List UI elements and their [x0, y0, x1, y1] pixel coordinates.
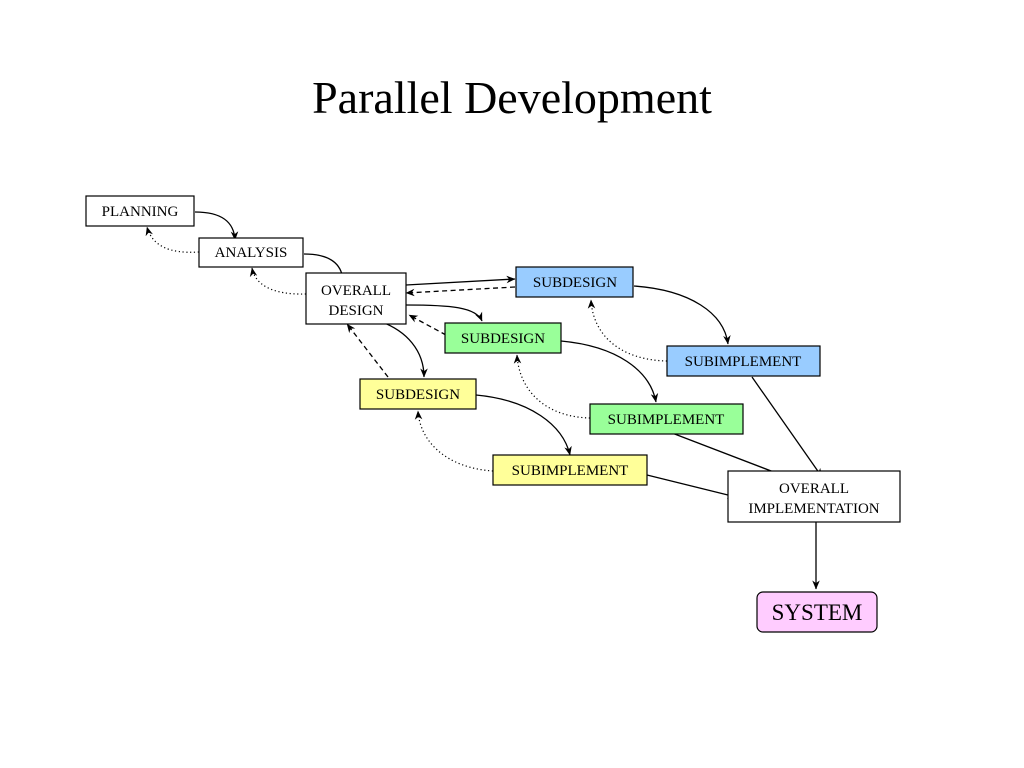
- node-planning: PLANNING: [85, 195, 195, 227]
- node-subdesign-blue: SUBDESIGN: [515, 266, 634, 298]
- node-overall-implementation: OVERALL IMPLEMENTATION: [727, 470, 901, 523]
- edge-subdesign-green-to-overall-design: [408, 314, 447, 336]
- node-subdesign-yellow: SUBDESIGN: [359, 378, 477, 410]
- edge-overall-design-to-subdesign-green: [405, 304, 483, 322]
- node-subdesign-green: SUBDESIGN: [444, 322, 562, 354]
- edge-subimplement-yellow-to-subdesign-yellow: [414, 410, 494, 472]
- node-system-label: SYSTEM: [772, 600, 863, 625]
- node-analysis: ANALYSIS: [198, 237, 304, 268]
- node-subimplement-yellow-label: SUBIMPLEMENT: [512, 463, 629, 479]
- edges: [145, 211, 823, 590]
- nodes: PLANNING ANALYSIS OVERALL DESIGN SUBDESI…: [85, 195, 901, 633]
- node-system: SYSTEM: [756, 591, 878, 633]
- node-planning-label: PLANNING: [102, 204, 179, 220]
- node-overall-design-line-1: OVERALL: [321, 283, 391, 299]
- node-subdesign-green-label: SUBDESIGN: [461, 331, 545, 347]
- edge-planning-to-analysis: [194, 211, 239, 241]
- page-title: Parallel Development: [312, 72, 712, 123]
- node-overall-implementation-line-2: IMPLEMENTATION: [748, 501, 879, 517]
- node-subdesign-blue-label: SUBDESIGN: [533, 275, 617, 291]
- edge-overall-design-to-subdesign-yellow: [375, 319, 428, 378]
- edge-overall-design-to-subdesign-blue: [405, 275, 516, 286]
- node-overall-design: OVERALL DESIGN: [305, 272, 407, 325]
- edge-subdesign-blue-to-subimplement-blue: [633, 285, 731, 345]
- node-subimplement-blue-label: SUBIMPLEMENT: [685, 354, 802, 370]
- node-subimplement-green: SUBIMPLEMENT: [589, 403, 744, 435]
- edge-subdesign-blue-to-overall-design: [405, 286, 516, 297]
- edge-subdesign-green-to-subimplement-green: [560, 340, 659, 403]
- edge-subimplement-blue-to-subdesign-blue: [587, 299, 668, 362]
- node-subimplement-yellow: SUBIMPLEMENT: [492, 454, 648, 486]
- edge-subimplement-blue-to-overall-implementation: [751, 376, 823, 478]
- edge-subimplement-green-to-subdesign-green: [513, 354, 591, 419]
- node-subimplement-green-label: SUBIMPLEMENT: [608, 412, 725, 428]
- node-analysis-label: ANALYSIS: [215, 245, 288, 261]
- node-subimplement-blue: SUBIMPLEMENT: [666, 345, 821, 377]
- edge-overall-design-to-analysis: [249, 267, 307, 295]
- node-subdesign-yellow-label: SUBDESIGN: [376, 387, 460, 403]
- node-overall-implementation-line-1: OVERALL: [779, 481, 849, 497]
- edge-subdesign-yellow-to-subimplement-yellow: [475, 394, 572, 456]
- edge-subimplement-yellow-to-overall-implementation: [646, 474, 737, 499]
- edge-analysis-to-planning: [145, 226, 200, 253]
- node-overall-design-line-2: DESIGN: [329, 303, 384, 319]
- edge-subdesign-yellow-to-overall-design: [346, 323, 389, 378]
